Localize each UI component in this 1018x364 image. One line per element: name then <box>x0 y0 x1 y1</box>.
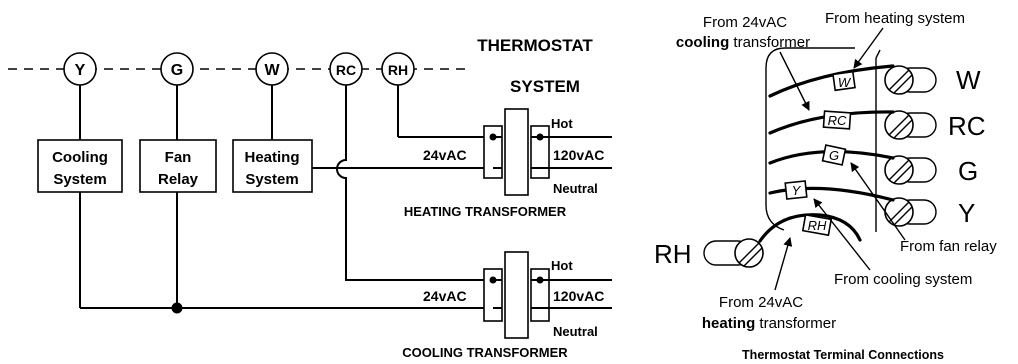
schematic: Y G W RC RH THERMOSTAT SYSTEM Cooling Sy… <box>8 36 612 360</box>
wire-tag-y: Y <box>784 180 808 200</box>
cooling-transformer-core <box>504 251 529 339</box>
heating-transformer-caption: HEATING TRANSFORMER <box>404 204 567 219</box>
cooling-system-arrow <box>813 198 871 271</box>
screw-label-y: Y <box>958 198 975 228</box>
cooling-hot-label: Hot <box>551 258 573 273</box>
screw-label-rh: RH <box>654 239 692 269</box>
screw-rh-slot-a <box>738 242 760 264</box>
fan-relay-label-1: Fan <box>165 149 192 166</box>
thermostat-label: THERMOSTAT <box>477 36 593 55</box>
heating-system-label-2: System <box>245 171 298 188</box>
heating-transformer: 24vAC 120vAC Hot Neutral HEATING TRANSFO… <box>404 108 612 219</box>
heating-hot-label: Hot <box>551 116 573 131</box>
cooling-source-line2: cooling transformer <box>676 34 810 51</box>
terminal-strip-corner <box>875 49 881 59</box>
screw-rh <box>703 238 764 268</box>
heating-source-line2: heating transformer <box>702 315 836 332</box>
cooling-transformer-arrow <box>779 51 810 111</box>
cooling-neutral-label: Neutral <box>553 324 598 339</box>
heating-transformer-core <box>504 108 529 196</box>
cooling-word: cooling <box>676 34 729 51</box>
screw-y-slot-b <box>893 206 913 226</box>
screw-g-slot-b <box>893 164 913 184</box>
heating-secondary-coil <box>530 125 550 179</box>
heating-system-label-1: Heating <box>244 149 299 166</box>
wire-w <box>768 64 895 98</box>
wire-tag-y-text: Y <box>792 183 802 198</box>
fan-relay-arrow <box>850 162 906 241</box>
wire-tag-rh-box <box>801 213 833 237</box>
terminal-view-caption: Thermostat Terminal Connections <box>742 348 944 362</box>
wire-tag-rc: RC <box>822 110 852 130</box>
terminal-w <box>255 52 289 86</box>
heating-word: heating <box>702 315 755 332</box>
heating-source-label: From 24vAC <box>719 294 803 311</box>
screw-rc-slot-b <box>893 119 913 139</box>
wire-tag-rh-text: RH <box>808 218 827 233</box>
wire-y <box>768 186 895 202</box>
cooling-secondary-voltage: 120vAC <box>553 288 604 304</box>
wire-tag-w-box <box>832 70 856 92</box>
cooling-source-label: From 24vAC <box>703 14 787 31</box>
fan-relay-box <box>139 139 217 193</box>
wire-tag-g-box <box>821 144 847 166</box>
wire-tag-w-text: W <box>838 75 852 90</box>
screw-w-slot-b <box>893 74 913 94</box>
terminal-rc <box>329 52 363 86</box>
screw-rc <box>884 110 937 140</box>
screw-label-w: W <box>956 65 981 95</box>
wire-rh <box>758 213 862 243</box>
cooling-system-label-1: Cooling <box>52 149 108 166</box>
heating-rest: transformer <box>759 315 836 332</box>
fan-relay-label-2: Relay <box>158 171 199 188</box>
heating-neutral-label: Neutral <box>553 181 598 196</box>
terminal-rh <box>381 52 415 86</box>
screw-g-slot-a <box>888 159 910 181</box>
cooling-system-box <box>37 139 123 193</box>
screw-rc-slot-a <box>888 114 910 136</box>
rc-wire <box>336 85 487 281</box>
cooling-rest: transformer <box>733 34 810 51</box>
terminal-y <box>63 52 97 86</box>
heating-primary-coil <box>483 125 503 179</box>
wire-tag-rh: RH <box>801 213 833 237</box>
cooling-primary-voltage: 24vAC <box>423 288 467 304</box>
fan-relay-source-label: From fan relay <box>900 238 997 255</box>
cooling-system-label-2: System <box>53 171 106 188</box>
terminal-w-label: W <box>264 62 280 79</box>
system-label: SYSTEM <box>510 77 580 96</box>
terminal-view: W RC G Y RH W RC G Y RH <box>654 10 997 362</box>
heating-secondary-voltage: 120vAC <box>553 147 604 163</box>
heating-system-box <box>232 139 313 193</box>
screw-label-g: G <box>958 156 978 186</box>
junction-dot <box>171 302 183 314</box>
wire-tag-y-box <box>784 180 808 200</box>
wire-tag-w: W <box>832 70 856 92</box>
terminal-g-label: G <box>171 62 183 79</box>
terminal-y-label: Y <box>75 62 86 79</box>
cooling-system-source-label: From cooling system <box>834 271 972 288</box>
screw-w <box>884 65 937 95</box>
screw-w-slot-a <box>888 69 910 91</box>
terminal-rh-label: RH <box>388 62 408 78</box>
screw-y-slot-a <box>888 201 910 223</box>
screw-label-rc: RC <box>948 111 986 141</box>
heating-system-source-label: From heating system <box>825 10 965 27</box>
cooling-transformer-caption: COOLING TRANSFORMER <box>402 345 568 360</box>
wire-tag-g: G <box>821 144 847 166</box>
cooling-transformer: 24vAC 120vAC Hot Neutral COOLING TRANSFO… <box>402 251 612 360</box>
screw-g <box>884 155 937 185</box>
terminal-g <box>160 52 194 86</box>
wire-tag-rc-box <box>822 110 852 130</box>
heating-transformer-arrow <box>774 237 793 291</box>
screw-y <box>884 197 937 227</box>
wire-tag-rc-text: RC <box>828 113 847 128</box>
wire-tag-g-text: G <box>829 148 839 163</box>
screw-rh-slot-b <box>743 247 763 267</box>
heating-primary-voltage: 24vAC <box>423 147 467 163</box>
terminal-rc-label: RC <box>336 62 356 78</box>
heating-system-arrow <box>853 27 884 69</box>
